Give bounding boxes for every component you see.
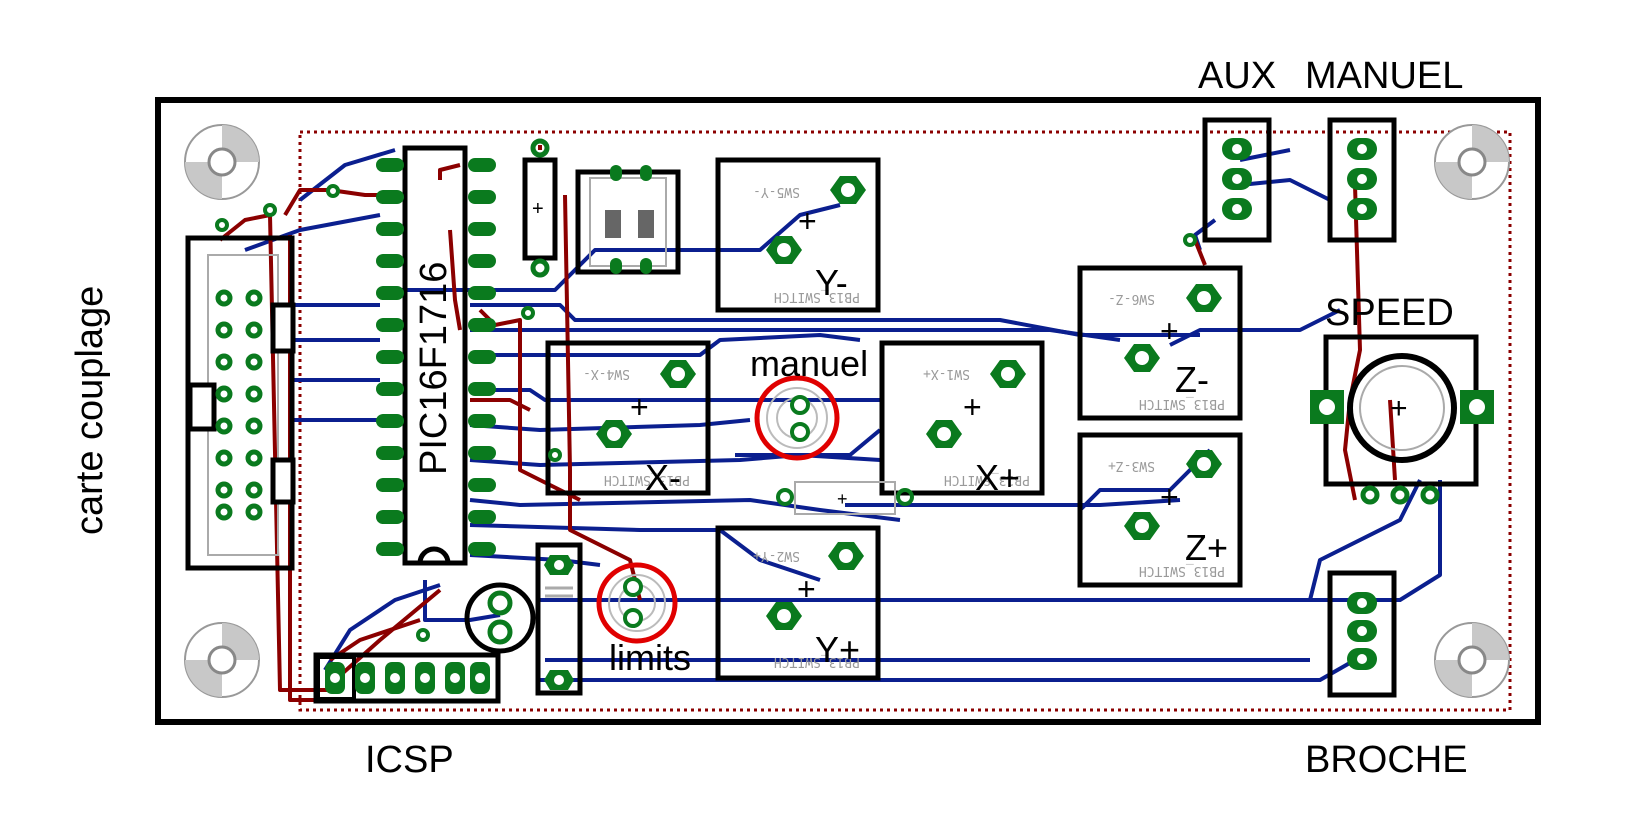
mounting-hole-top-left bbox=[184, 124, 260, 200]
switch-z-plus: + SW3-Z+ PB13_SWITCH Z+ bbox=[1077, 432, 1243, 588]
aux-label: AUX bbox=[1198, 55, 1276, 97]
board-outline bbox=[155, 97, 1541, 725]
capacitor-round bbox=[464, 582, 536, 654]
speed-label: SPEED bbox=[1325, 292, 1454, 334]
broche-connector bbox=[1327, 570, 1397, 698]
switch-z-plus-label: Z+ bbox=[1185, 527, 1228, 568]
ground-plane-border bbox=[298, 130, 1512, 712]
header-connector-carte-couplage bbox=[185, 235, 296, 571]
led-manuel-label: manuel bbox=[750, 343, 868, 384]
svg-text:+: + bbox=[630, 389, 649, 425]
switch-y-plus: + SW2-Y+ PB13_SWITCH Y+ bbox=[715, 525, 881, 681]
led-limits-label: limits bbox=[609, 637, 691, 678]
svg-text:+: + bbox=[798, 203, 817, 239]
aux-connector bbox=[1202, 117, 1272, 243]
svg-text:+: + bbox=[532, 198, 544, 220]
icsp-header bbox=[313, 652, 501, 704]
regulator-module bbox=[575, 165, 681, 275]
svg-text:+: + bbox=[963, 389, 982, 425]
mounting-hole-bottom-right bbox=[1434, 622, 1510, 698]
speed-potentiometer: + bbox=[1310, 334, 1494, 505]
resistor-top: + bbox=[522, 138, 558, 278]
svg-text:+: + bbox=[1160, 313, 1179, 349]
capacitor-vertical bbox=[535, 542, 583, 696]
switch-z-minus-silk-name: SW6-Z- bbox=[1108, 291, 1155, 306]
switch-x-plus-label: X+ bbox=[975, 457, 1020, 498]
switch-y-plus-silk-part: PB13_SWITCH bbox=[774, 654, 860, 669]
switch-x-minus-silk-name: SW4-X- bbox=[583, 366, 630, 381]
resistor-r1: + bbox=[776, 481, 914, 515]
switch-z-minus: + SW6-Z- PB13_SWITCH Z- bbox=[1077, 265, 1243, 421]
switch-y-minus-label: Y- bbox=[815, 262, 848, 303]
switch-z-plus-silk-part: PB13_SWITCH bbox=[1139, 563, 1225, 578]
switch-y-minus: + SW5-Y- PB13_SWITCH Y- bbox=[715, 157, 881, 313]
manuel-label: MANUEL bbox=[1305, 55, 1463, 97]
mounting-hole-bottom-left bbox=[184, 622, 260, 698]
switch-x-plus-silk-name: SW1-X+ bbox=[923, 366, 970, 381]
svg-text:+: + bbox=[1160, 479, 1179, 515]
icsp-label: ICSP bbox=[365, 739, 454, 781]
switch-y-minus-silk-part: PB13_SWITCH bbox=[774, 289, 860, 304]
switch-y-plus-silk-name: SW2-Y+ bbox=[753, 548, 800, 563]
svg-text:+: + bbox=[837, 489, 848, 509]
broche-label: BROCHE bbox=[1305, 739, 1468, 781]
switch-y-minus-silk-name: SW5-Y- bbox=[753, 184, 800, 199]
switch-z-minus-label: Z- bbox=[1175, 359, 1209, 400]
svg-text:+: + bbox=[1390, 392, 1408, 425]
switch-x-plus-silk-part: PB13_SWITCH bbox=[944, 472, 1030, 487]
mounting-hole-top-right bbox=[1434, 124, 1510, 200]
switch-x-minus: + SW4-X- PB13_SWITCH X- bbox=[545, 340, 711, 498]
switch-z-plus-silk-name: SW3-Z+ bbox=[1108, 458, 1155, 473]
manuel-connector bbox=[1327, 117, 1397, 243]
svg-text:+: + bbox=[797, 571, 816, 607]
pic-microcontroller bbox=[376, 145, 496, 566]
chip-label: PIC16F1716 bbox=[413, 262, 455, 475]
vias bbox=[215, 184, 1197, 642]
left-side-label: carte couplage bbox=[69, 286, 111, 535]
switch-y-plus-label: Y+ bbox=[815, 629, 860, 670]
switch-x-minus-label: X- bbox=[645, 457, 681, 498]
switch-x-minus-silk-part: PB13_SWITCH bbox=[604, 472, 690, 487]
led-limits bbox=[596, 562, 678, 644]
switch-x-plus: + SW1-X+ PB13_SWITCH X+ bbox=[879, 340, 1045, 498]
led-manuel bbox=[754, 375, 840, 461]
switch-z-minus-silk-part: PB13_SWITCH bbox=[1139, 396, 1225, 411]
